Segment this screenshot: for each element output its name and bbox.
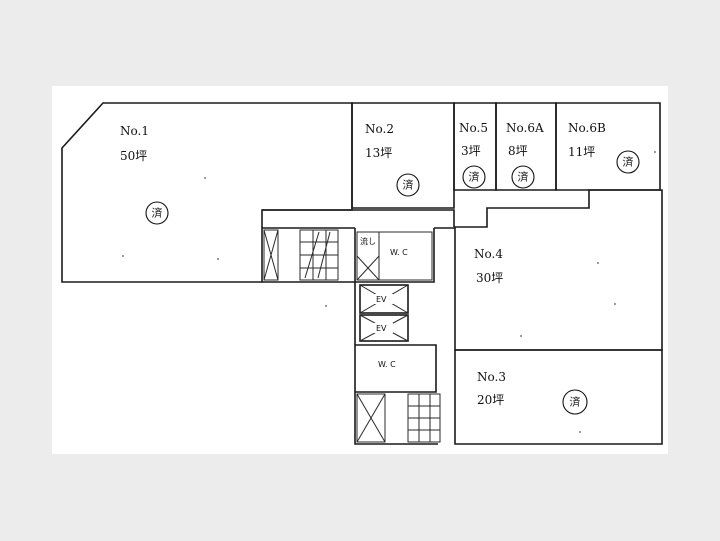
svg-text:済: 済 (518, 170, 529, 184)
elevator-1: EV (359, 284, 409, 314)
svg-text:済: 済 (403, 178, 414, 192)
unit-no6a-area: 8坪 (508, 144, 528, 158)
unit-no1-area: 50坪 (120, 149, 147, 163)
unit-no1-name: No.1 (120, 124, 149, 138)
elevator-1-label: EV (376, 295, 387, 304)
wc-lower: W. C (355, 344, 437, 393)
stair-upper (263, 229, 339, 281)
sink-label: 流し (360, 236, 376, 246)
core-corridor (262, 209, 455, 445)
elevator-2: EV (359, 314, 409, 342)
unit-no3[interactable]: No.3 20坪 済 (454, 349, 663, 445)
wc-upper-label: W. C (390, 248, 408, 257)
unit-no1-contracted-stamp: 済 (145, 201, 169, 225)
unit-no4-name: No.4 (474, 247, 503, 261)
scan-speckles (122, 151, 656, 433)
svg-text:済: 済 (570, 395, 581, 409)
unit-no2-area: 13坪 (365, 146, 392, 160)
wc-upper: W. C (378, 231, 433, 281)
svg-text:済: 済 (623, 155, 634, 169)
svg-text:済: 済 (152, 206, 163, 220)
unit-no6b-name: No.6B (568, 121, 606, 135)
unit-no3-name: No.3 (477, 370, 506, 384)
unit-no2-contracted-stamp: 済 (396, 173, 420, 197)
unit-no4-area: 30坪 (476, 271, 503, 285)
unit-no3-area: 20坪 (477, 393, 504, 407)
unit-no6a-contracted-stamp: 済 (511, 165, 535, 189)
svg-text:済: 済 (469, 170, 480, 184)
unit-no5-area: 3坪 (461, 144, 481, 158)
wc-lower-label: W. C (378, 360, 396, 369)
unit-no2[interactable]: No.2 13坪 済 (351, 102, 455, 209)
unit-no3-contracted-stamp: 済 (562, 389, 588, 415)
unit-no5-name: No.5 (459, 121, 488, 135)
unit-no5-contracted-stamp: 済 (462, 165, 486, 189)
unit-no6b-contracted-stamp: 済 (616, 150, 640, 174)
unit-no6a-name: No.6A (506, 121, 544, 135)
unit-no6b-area: 11坪 (568, 145, 595, 159)
elevator-2-label: EV (376, 324, 387, 333)
stair-lower (356, 393, 441, 443)
unit-no2-name: No.2 (365, 122, 394, 136)
